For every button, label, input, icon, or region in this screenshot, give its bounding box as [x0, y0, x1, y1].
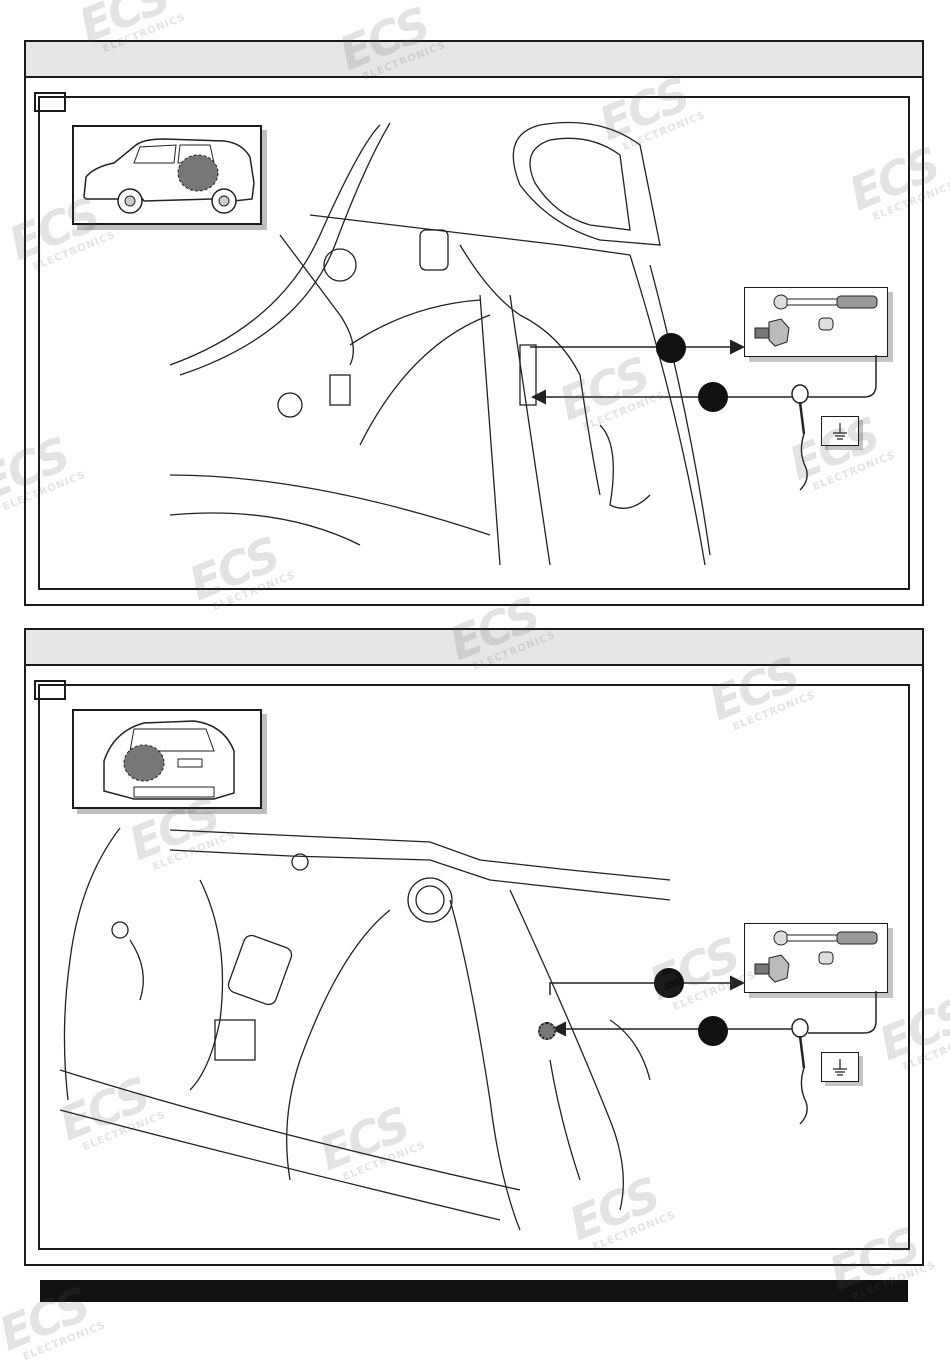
earth-symbol-box-1: [821, 416, 859, 446]
panel-1-header: [26, 42, 922, 78]
parts-box-2: [744, 923, 888, 993]
earth-symbol-box-2: [821, 1052, 859, 1082]
earth-point-star: [538, 1022, 556, 1040]
car-rear-icon: [103, 720, 235, 800]
ratchet-wrench-icon: [773, 930, 878, 946]
footer-bar: [40, 1280, 908, 1302]
car-overview-thumbnail-1: [72, 125, 262, 225]
parts-connector-line-1: [808, 355, 877, 398]
step-marker-1a: [656, 333, 686, 363]
parts-box-1: [744, 287, 888, 357]
panel-2-illustration-frame: [38, 684, 910, 1250]
arrows-panel-2: [549, 975, 792, 1037]
step-marker-1b: [698, 382, 728, 412]
ratchet-wrench-icon: [773, 294, 878, 310]
earth-ground-icon: [833, 1059, 847, 1076]
panel-2-header: [26, 630, 922, 666]
ring-terminal-icon-1: [791, 384, 809, 491]
boot-interior-illustration-2: [59, 827, 671, 1231]
car-side-icon: [83, 138, 255, 214]
flange-bolt-icon: [754, 318, 790, 347]
socket-icon: [818, 317, 834, 331]
ring-terminal-icon-2: [791, 1018, 809, 1125]
car-overview-thumbnail-2: [72, 709, 262, 809]
earth-ground-icon: [833, 423, 847, 440]
parts-connector-line-2: [808, 991, 877, 1034]
flange-bolt-icon: [754, 954, 790, 983]
socket-icon: [818, 951, 834, 965]
step-marker-2b: [698, 1016, 728, 1046]
panel-1-illustration-frame: [38, 96, 910, 590]
step-marker-2a: [654, 968, 684, 998]
boot-interior-illustration-1: [169, 121, 711, 566]
arrows-panel-1: [530, 339, 792, 405]
